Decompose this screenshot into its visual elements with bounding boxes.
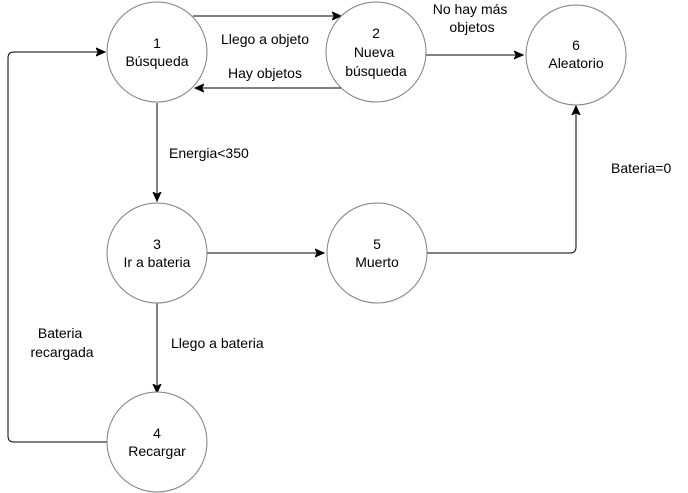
edge-label-4-to-1: Bateria recargada [30, 325, 93, 360]
state-node-1: 1 Búsqueda [106, 1, 208, 103]
state-node-5: 5 Muerto [326, 202, 428, 304]
edge-label-2-to-6: No hay más objetos [433, 1, 512, 35]
edge-4-to-1 [7, 52, 107, 443]
state-node-2-label-line-2: búsqueda [345, 63, 407, 79]
state-node-2-label: Nueva búsqueda [345, 44, 407, 79]
state-node-5-label: Muerto [355, 254, 399, 270]
edge-label-2-to-6-line-2: objetos [449, 19, 494, 35]
edge-label-2-to-6-line-1: No hay más [433, 1, 508, 17]
state-node-5-id: 5 [373, 236, 381, 252]
edge-label-5-to-6: Bateria=0 [611, 160, 672, 176]
state-node-6-id: 6 [572, 37, 580, 53]
edge-label-4-to-1-line-1: Bateria [38, 325, 83, 341]
state-node-1-id: 1 [153, 35, 161, 51]
edge-label-2-to-1: Hay objetos [228, 65, 302, 81]
state-node-2-label-line-1: Nueva [354, 44, 395, 60]
edge-5-to-6 [427, 107, 576, 254]
state-node-2-id: 2 [372, 25, 380, 41]
state-node-3-label: Ir a bateria [124, 254, 191, 270]
state-node-4-label: Recargar [128, 443, 186, 459]
state-node-1-label: Búsqueda [125, 53, 188, 69]
edge-label-4-to-1-line-2: recargada [30, 344, 93, 360]
state-node-4: 4 Recargar [106, 391, 208, 493]
state-node-4-id: 4 [153, 425, 161, 441]
state-node-2: 2 Nueva búsqueda [325, 1, 427, 103]
state-node-3-id: 3 [153, 236, 161, 252]
edge-label-3-to-4: Llego a bateria [171, 335, 264, 351]
state-node-6-label: Aleatorio [548, 55, 603, 71]
state-node-6: 6 Aleatorio [525, 4, 627, 106]
edge-label-1-to-3: Energia<350 [169, 145, 249, 161]
edge-label-1-to-2: Llego a objeto [221, 31, 309, 47]
state-node-3: 3 Ir a bateria [106, 202, 208, 304]
